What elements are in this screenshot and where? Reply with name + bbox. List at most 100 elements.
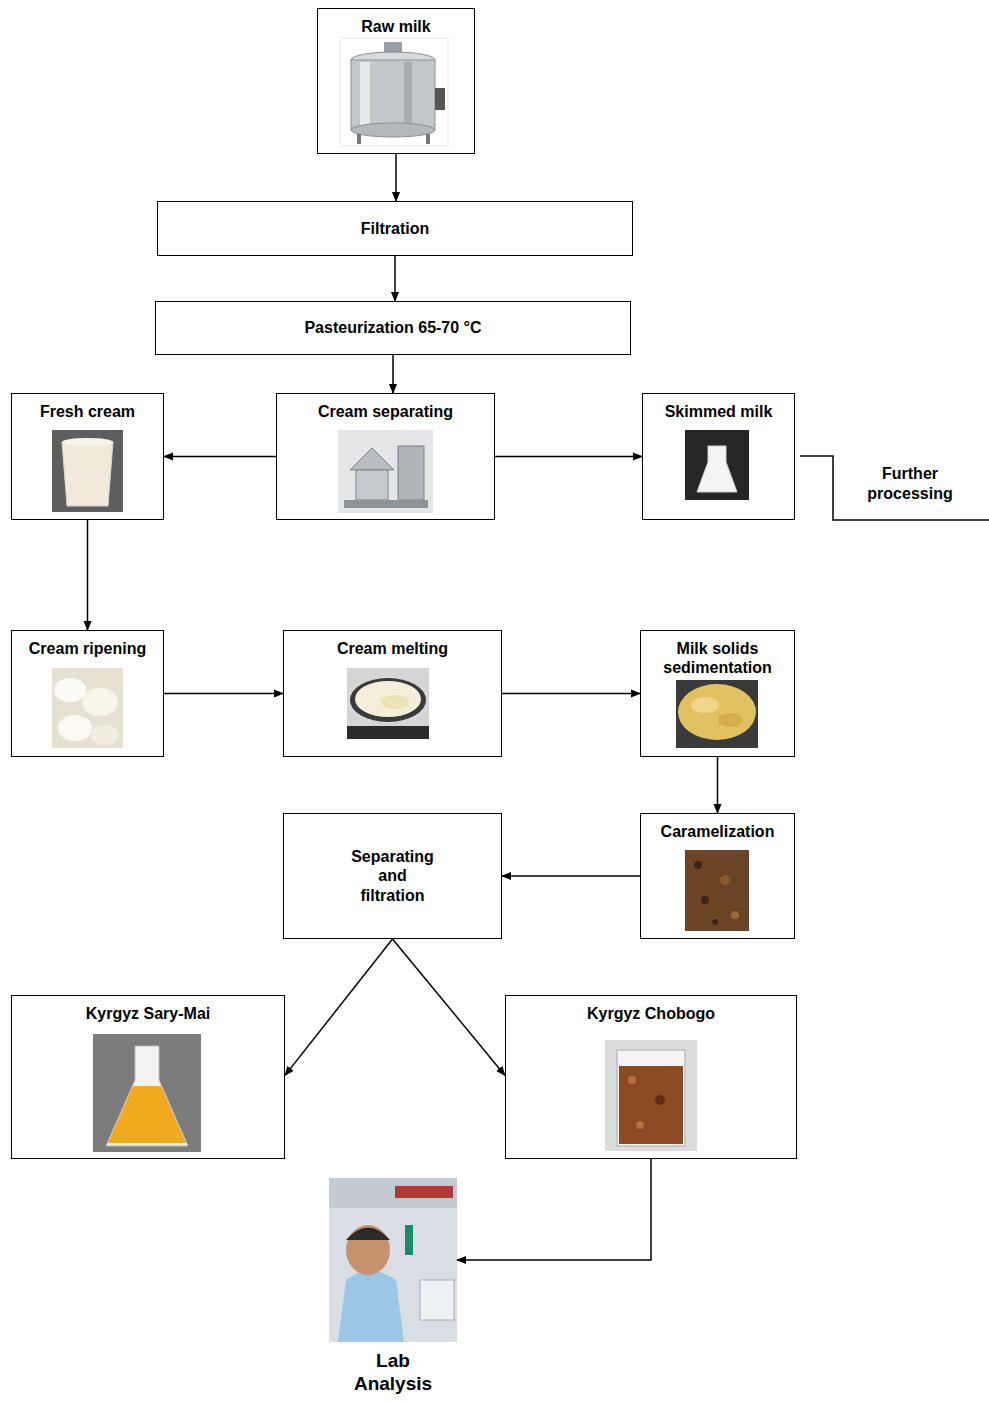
ripened-cream-photo-part <box>58 715 92 741</box>
sediment-photo-part <box>676 680 758 748</box>
flow-arrow <box>394 256 396 301</box>
ghee-flask-photo-part <box>106 1046 188 1146</box>
melting-pot-photo <box>347 668 429 739</box>
milk-tank-photo-part <box>426 134 430 144</box>
node-label: Filtration <box>361 219 429 238</box>
ripened-cream-photo-part <box>82 688 118 716</box>
melting-pot-photo-part <box>381 695 409 709</box>
process-box: Cream separating <box>276 393 495 520</box>
node-label: Milk solids sedimentation <box>647 639 788 677</box>
melting-pot-photo-part <box>350 678 426 722</box>
fresh-cream-photo-part <box>62 442 113 506</box>
flow-arrow <box>164 456 276 458</box>
lab-photo-part <box>395 1186 453 1198</box>
lab-photo-part <box>346 1225 390 1275</box>
caramelized-solids-photo-part <box>685 850 749 931</box>
leader-line <box>800 456 989 520</box>
process-box: Cream ripening <box>11 630 164 757</box>
node-label: Fresh cream <box>40 402 135 421</box>
product-box: Fresh cream <box>11 393 164 520</box>
sediment-photo-part <box>691 697 719 713</box>
caramelized-solids-photo-part <box>694 861 702 869</box>
node-label: Cream melting <box>337 639 448 658</box>
node-label: Skimmed milk <box>665 402 773 421</box>
lab-photo-part <box>338 1271 404 1342</box>
melting-pot-photo-part <box>355 681 421 717</box>
ripened-cream-photo-part <box>91 725 119 745</box>
separator-photo-part <box>356 470 388 500</box>
lab-photo-part <box>405 1225 413 1255</box>
product-box: Kyrgyz Chobogo <box>505 995 797 1159</box>
node-label: Kyrgyz Sary-Mai <box>86 1004 211 1023</box>
ripened-cream-photo-part <box>54 678 86 702</box>
separator-photo-part <box>350 448 394 470</box>
flow-arrow <box>393 939 506 1075</box>
ripened-cream-photo-part <box>52 668 123 748</box>
process-box: Separating and filtration <box>283 813 502 939</box>
process-box: Pasteurization 65-70 °C <box>155 301 631 355</box>
sediment-photo <box>676 680 758 748</box>
product-box: Kyrgyz Sary-Mai <box>11 995 285 1159</box>
fresh-cream-photo-part <box>62 438 113 446</box>
separator-photo-part <box>398 446 424 500</box>
node-label: Raw milk <box>361 17 430 36</box>
flow-arrow <box>392 355 394 393</box>
milk-tank-photo-part <box>357 134 361 144</box>
node-label: Lab Analysis <box>347 1350 439 1396</box>
milk-tank-photo <box>340 38 448 146</box>
skimmed-milk-photo-part <box>685 430 749 500</box>
chobogo-beaker-photo-part <box>636 1121 644 1129</box>
caramelized-solids-photo-part <box>731 911 739 919</box>
milk-tank-photo-part <box>340 38 448 146</box>
flow-arrow <box>495 456 642 458</box>
node-label: Pasteurization 65-70 °C <box>304 318 481 337</box>
skimmed-milk-photo-part <box>697 446 737 492</box>
milk-tank-photo-part <box>360 62 370 128</box>
caramelized-solids-photo <box>685 850 749 931</box>
fresh-cream-photo <box>52 430 123 512</box>
ghee-flask-photo-part <box>108 1086 186 1143</box>
ghee-flask-photo <box>93 1034 201 1152</box>
milk-tank-photo-part <box>351 60 435 130</box>
milk-tank-photo-part <box>404 62 412 128</box>
lab-node: Lab Analysis <box>329 1178 457 1398</box>
chobogo-beaker-photo-part <box>619 1066 683 1144</box>
process-box: Filtration <box>157 201 633 256</box>
flow-arrow <box>717 757 719 813</box>
caramelized-solids-photo-part <box>712 919 718 925</box>
separator-photo-part <box>338 430 433 513</box>
flow-arrow <box>87 520 89 630</box>
melting-pot-photo-part <box>347 668 429 739</box>
sediment-photo-part <box>718 713 742 727</box>
lab-photo-part <box>346 1228 390 1241</box>
lab-photo-part <box>329 1178 457 1208</box>
process-box: Caramelization <box>640 813 795 939</box>
milk-tank-photo-part <box>351 123 435 137</box>
chobogo-beaker-photo-part <box>655 1095 665 1105</box>
ripened-cream-photo <box>52 668 123 748</box>
chobogo-beaker-photo-part <box>605 1040 697 1151</box>
flow-arrow <box>502 875 640 877</box>
chobogo-beaker-photo-part <box>628 1076 636 1084</box>
note-label: Further processing <box>855 464 965 504</box>
skimmed-milk-photo <box>685 430 749 500</box>
flow-arrow <box>457 1159 651 1260</box>
node-label: Cream separating <box>318 402 453 421</box>
flow-arrow <box>395 154 397 201</box>
chobogo-beaker-photo <box>605 1040 697 1151</box>
fresh-cream-photo-part <box>52 430 123 512</box>
flow-arrow <box>164 693 283 695</box>
lab-photo-part <box>329 1178 457 1342</box>
separator-photo <box>338 430 433 513</box>
melting-pot-photo-part <box>347 726 429 739</box>
node-label: Kyrgyz Chobogo <box>587 1004 715 1023</box>
flow-arrow <box>285 939 393 1075</box>
node-label: Caramelization <box>661 822 775 841</box>
milk-tank-photo-part <box>435 88 445 110</box>
caramelized-solids-photo-part <box>701 896 709 904</box>
lab-photo <box>329 1178 457 1342</box>
lab-photo-part <box>420 1280 454 1320</box>
